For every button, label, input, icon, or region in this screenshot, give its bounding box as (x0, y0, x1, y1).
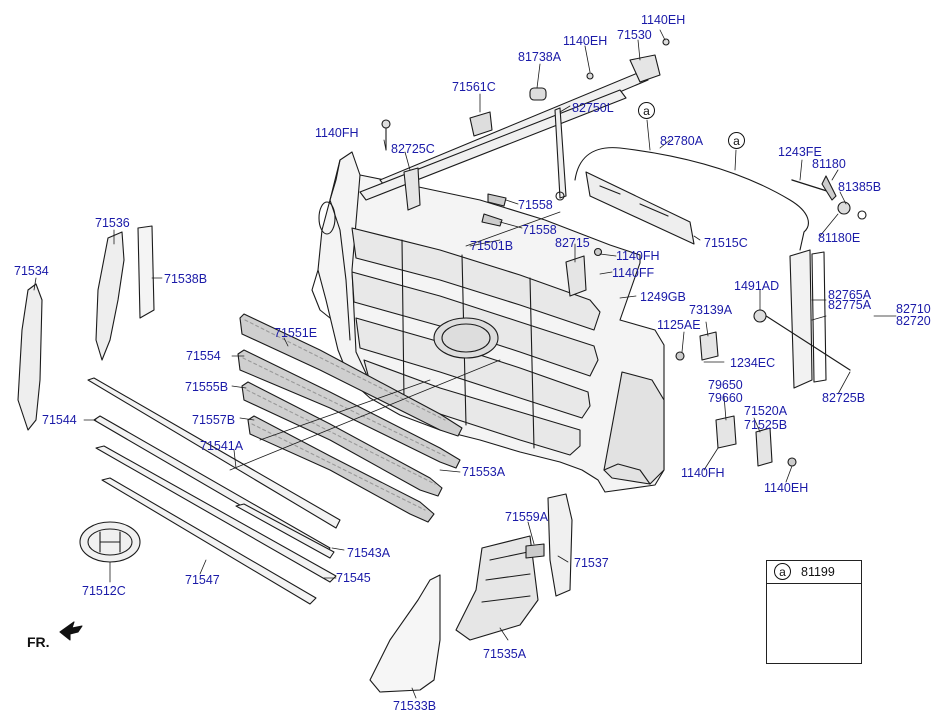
label-73139a: 73139A (689, 303, 733, 317)
label-71551e: 71551E (274, 326, 318, 340)
label-71536: 71536 (95, 216, 130, 230)
label-81180: 81180 (812, 157, 846, 171)
label-1140eh-2: 1140EH (563, 34, 608, 48)
label-71557b: 71557B (192, 413, 236, 427)
label-71501b: 71501B (470, 239, 514, 253)
label-82775a: 82775A (828, 298, 872, 312)
label-71512c: 71512C (82, 584, 126, 598)
legend-part-code: 81199 (801, 565, 835, 579)
release-cable (574, 147, 809, 251)
leader-lines (33, 29, 897, 699)
label-1140fh-2: 1140FH (616, 249, 660, 263)
label-71555b: 71555B (185, 380, 229, 394)
label-71541a: 71541A (200, 439, 244, 453)
label-1234ec: 1234EC (730, 356, 776, 370)
left-side-trims (17, 225, 155, 431)
label-82725c: 82725C (391, 142, 435, 156)
label-81180e: 81180E (818, 231, 861, 245)
legend-header: a 81199 (767, 561, 861, 584)
label-71530: 71530 (617, 28, 652, 42)
label-1491ad: 1491AD (734, 279, 780, 293)
label-82750l: 82750L (572, 101, 614, 115)
label-1140ff: 1140FF (612, 266, 655, 280)
label-82725b: 82725B (822, 391, 866, 405)
ref-mark-a-2: a (728, 132, 745, 149)
label-1140eh-top: 1140EH (641, 13, 686, 27)
label-82720: 82720 (896, 314, 931, 328)
small-hardware (381, 38, 797, 559)
label-1249gb: 1249GB (640, 290, 686, 304)
label-79650: 79650 (708, 378, 743, 392)
lower-side-pieces (369, 493, 573, 693)
label-82715: 82715 (555, 236, 590, 250)
label-71554: 71554 (186, 349, 221, 363)
label-82765a: 82765A (828, 288, 872, 302)
label-71559a: 71559A (505, 510, 549, 524)
label-71553a: 71553A (462, 465, 506, 479)
legend-box: a 81199 (766, 560, 862, 664)
label-1125ae: 1125AE (657, 318, 701, 332)
label-71543a: 71543A (347, 546, 391, 560)
front-direction-label: FR. (27, 634, 50, 650)
label-82780a: 82780A (660, 134, 704, 148)
front-arrow (59, 621, 83, 641)
side-trim-strips (753, 249, 851, 389)
label-71533b: 71533B (393, 699, 437, 713)
label-71515c: 71515C (704, 236, 748, 250)
label-1243fe: 1243FE (778, 145, 822, 159)
label-71547: 71547 (185, 573, 220, 587)
label-79660: 79660 (708, 391, 743, 405)
label-71537: 71537 (574, 556, 609, 570)
label-71520a: 71520A (744, 404, 788, 418)
label-1140eh-3: 1140EH (764, 481, 809, 495)
label-71561c: 71561C (452, 80, 496, 94)
legend-ref-mark: a (774, 563, 791, 580)
label-1140fh-1: 1140FH (315, 126, 359, 140)
label-71534: 71534 (14, 264, 49, 278)
label-71535a: 71535A (483, 647, 527, 661)
label-71544: 71544 (42, 413, 77, 427)
latch-parts (791, 175, 867, 220)
label-71558-1: 71558 (518, 198, 553, 212)
label-81738a: 81738A (518, 50, 562, 64)
label-71545: 71545 (336, 571, 371, 585)
label-82710: 82710 (896, 302, 931, 316)
ref-mark-a-1: a (638, 102, 655, 119)
label-81385b: 81385B (838, 180, 882, 194)
label-1140fh-3: 1140FH (681, 466, 725, 480)
label-71525b: 71525B (744, 418, 788, 432)
emblem-drawing (79, 521, 141, 563)
label-71558-2: 71558 (522, 223, 557, 237)
chrome-strips (87, 377, 341, 605)
label-71538b: 71538B (164, 272, 208, 286)
top-support-bars (359, 54, 661, 211)
